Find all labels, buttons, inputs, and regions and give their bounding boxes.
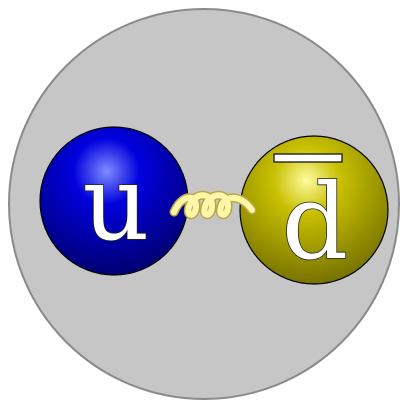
down-antiquark: d [240,136,388,284]
down-antiquark-label: d [282,161,349,283]
up-quark: u [40,127,188,275]
up-quark-label: u [83,142,150,264]
